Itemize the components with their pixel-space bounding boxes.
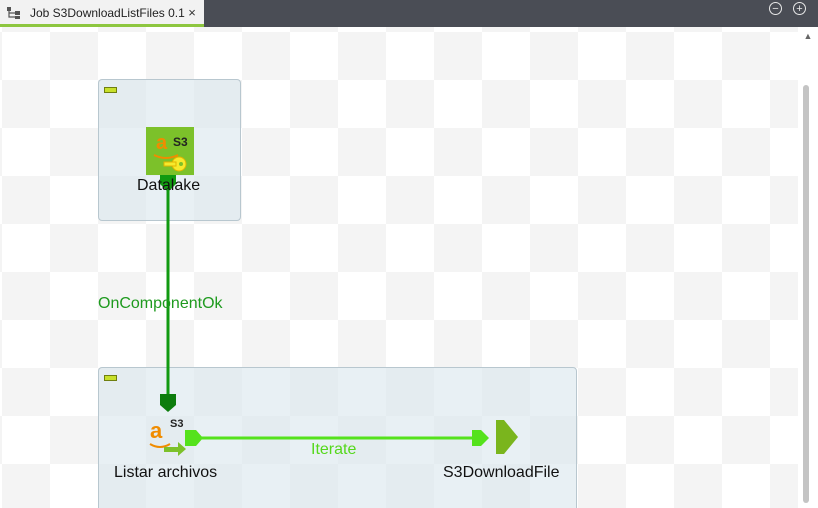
s3-badge: S3 (173, 135, 188, 149)
s3-connection-icon: a S3 (146, 127, 194, 175)
datalake-label: Datalake (137, 177, 201, 194)
listar-archivos-component[interactable]: a S3 (146, 414, 188, 456)
subjob-collapse-button[interactable] (104, 375, 117, 381)
editor-tab-bar: Job S3DownloadListFiles 0.1 × − + (0, 0, 818, 27)
maximize-icon[interactable]: + (793, 2, 806, 15)
iterate-label[interactable]: Iterate (311, 441, 357, 458)
s3-download-file-label: S3DownloadFile (443, 464, 560, 481)
s3-badge: S3 (170, 418, 183, 430)
on-component-ok-link[interactable] (160, 175, 176, 412)
job-icon (7, 7, 20, 19)
s3-list-icon: a S3 (149, 418, 186, 456)
on-component-ok-label[interactable]: OnComponentOk (98, 295, 223, 312)
vertical-scrollbar[interactable]: ▲ (798, 27, 818, 508)
amazon-glyph: a (156, 132, 168, 154)
subjob-collapse-button[interactable] (104, 87, 117, 93)
datalake-component[interactable]: a S3 (146, 127, 194, 175)
job-design-canvas[interactable]: a S3 Datalake a S3 Listar archivos S3Dow… (0, 27, 798, 508)
listar-archivos-label: Listar archivos (114, 464, 218, 481)
s3-download-file-component[interactable] (494, 419, 520, 455)
scrollbar-thumb[interactable] (803, 85, 809, 503)
close-tab-icon[interactable]: × (188, 5, 196, 20)
iterate-link[interactable] (185, 430, 489, 446)
amazon-glyph: a (150, 418, 163, 443)
run-arrow-icon (496, 420, 518, 454)
minimize-icon[interactable]: − (769, 2, 782, 15)
job-tab-title: Job S3DownloadListFiles 0.1 (30, 6, 185, 20)
connections-layer (160, 175, 489, 446)
scroll-up-icon[interactable]: ▲ (803, 31, 813, 41)
job-tab[interactable]: Job S3DownloadListFiles 0.1 × (0, 0, 204, 27)
